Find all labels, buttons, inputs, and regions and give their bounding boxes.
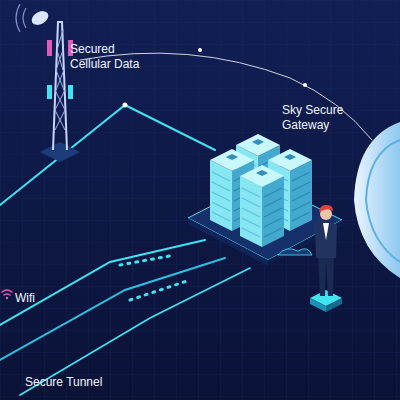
- person-part: [318, 255, 334, 296]
- cell-tower-part: [47, 40, 52, 56]
- server-cluster-part: [278, 249, 312, 255]
- cell-tower-part: [16, 4, 26, 32]
- cell-tower-part: [29, 8, 51, 27]
- cell-tower-part: [53, 22, 67, 150]
- connection-lines-part: [0, 105, 215, 205]
- wifi-symbol-part: [6, 297, 8, 299]
- wifi-symbol-part: [4, 294, 10, 295]
- person: [310, 205, 342, 312]
- cell-tower-part: [47, 85, 52, 99]
- person-part: [326, 298, 342, 312]
- security-shield: [354, 122, 400, 278]
- cell-tower-part: [40, 142, 80, 162]
- person-part: [319, 205, 333, 212]
- wifi-symbol-part: [2, 290, 12, 292]
- tunnel-label: Secure Tunnel: [25, 375, 165, 390]
- tower-label: Secured Cellular Data: [70, 42, 155, 72]
- connection-lines-part: [198, 48, 202, 52]
- person-part: [315, 220, 322, 232]
- cell-tower: [16, 4, 80, 162]
- person-part: [310, 298, 326, 312]
- server-cluster-part: [240, 165, 284, 247]
- wifi-symbol: [2, 290, 12, 299]
- connection-lines-part: [120, 255, 175, 265]
- cell-tower-part: [68, 85, 73, 99]
- cell-tower-part: [55, 30, 65, 130]
- server-cluster: [188, 134, 342, 266]
- person-part: [323, 223, 329, 240]
- connection-lines-part: [123, 103, 128, 108]
- security-shield-part: [366, 140, 400, 262]
- connection-lines-part: [0, 258, 225, 360]
- connection-lines-part: [303, 83, 307, 87]
- connection-lines-part: [130, 280, 190, 300]
- wifi-label: Wifi: [15, 291, 75, 306]
- security-shield-part: [354, 122, 400, 278]
- gateway-label: Sky Secure Gateway: [282, 103, 357, 133]
- person-part: [315, 222, 337, 259]
- connection-lines-part: [20, 268, 250, 395]
- connection-lines-part: [0, 240, 205, 325]
